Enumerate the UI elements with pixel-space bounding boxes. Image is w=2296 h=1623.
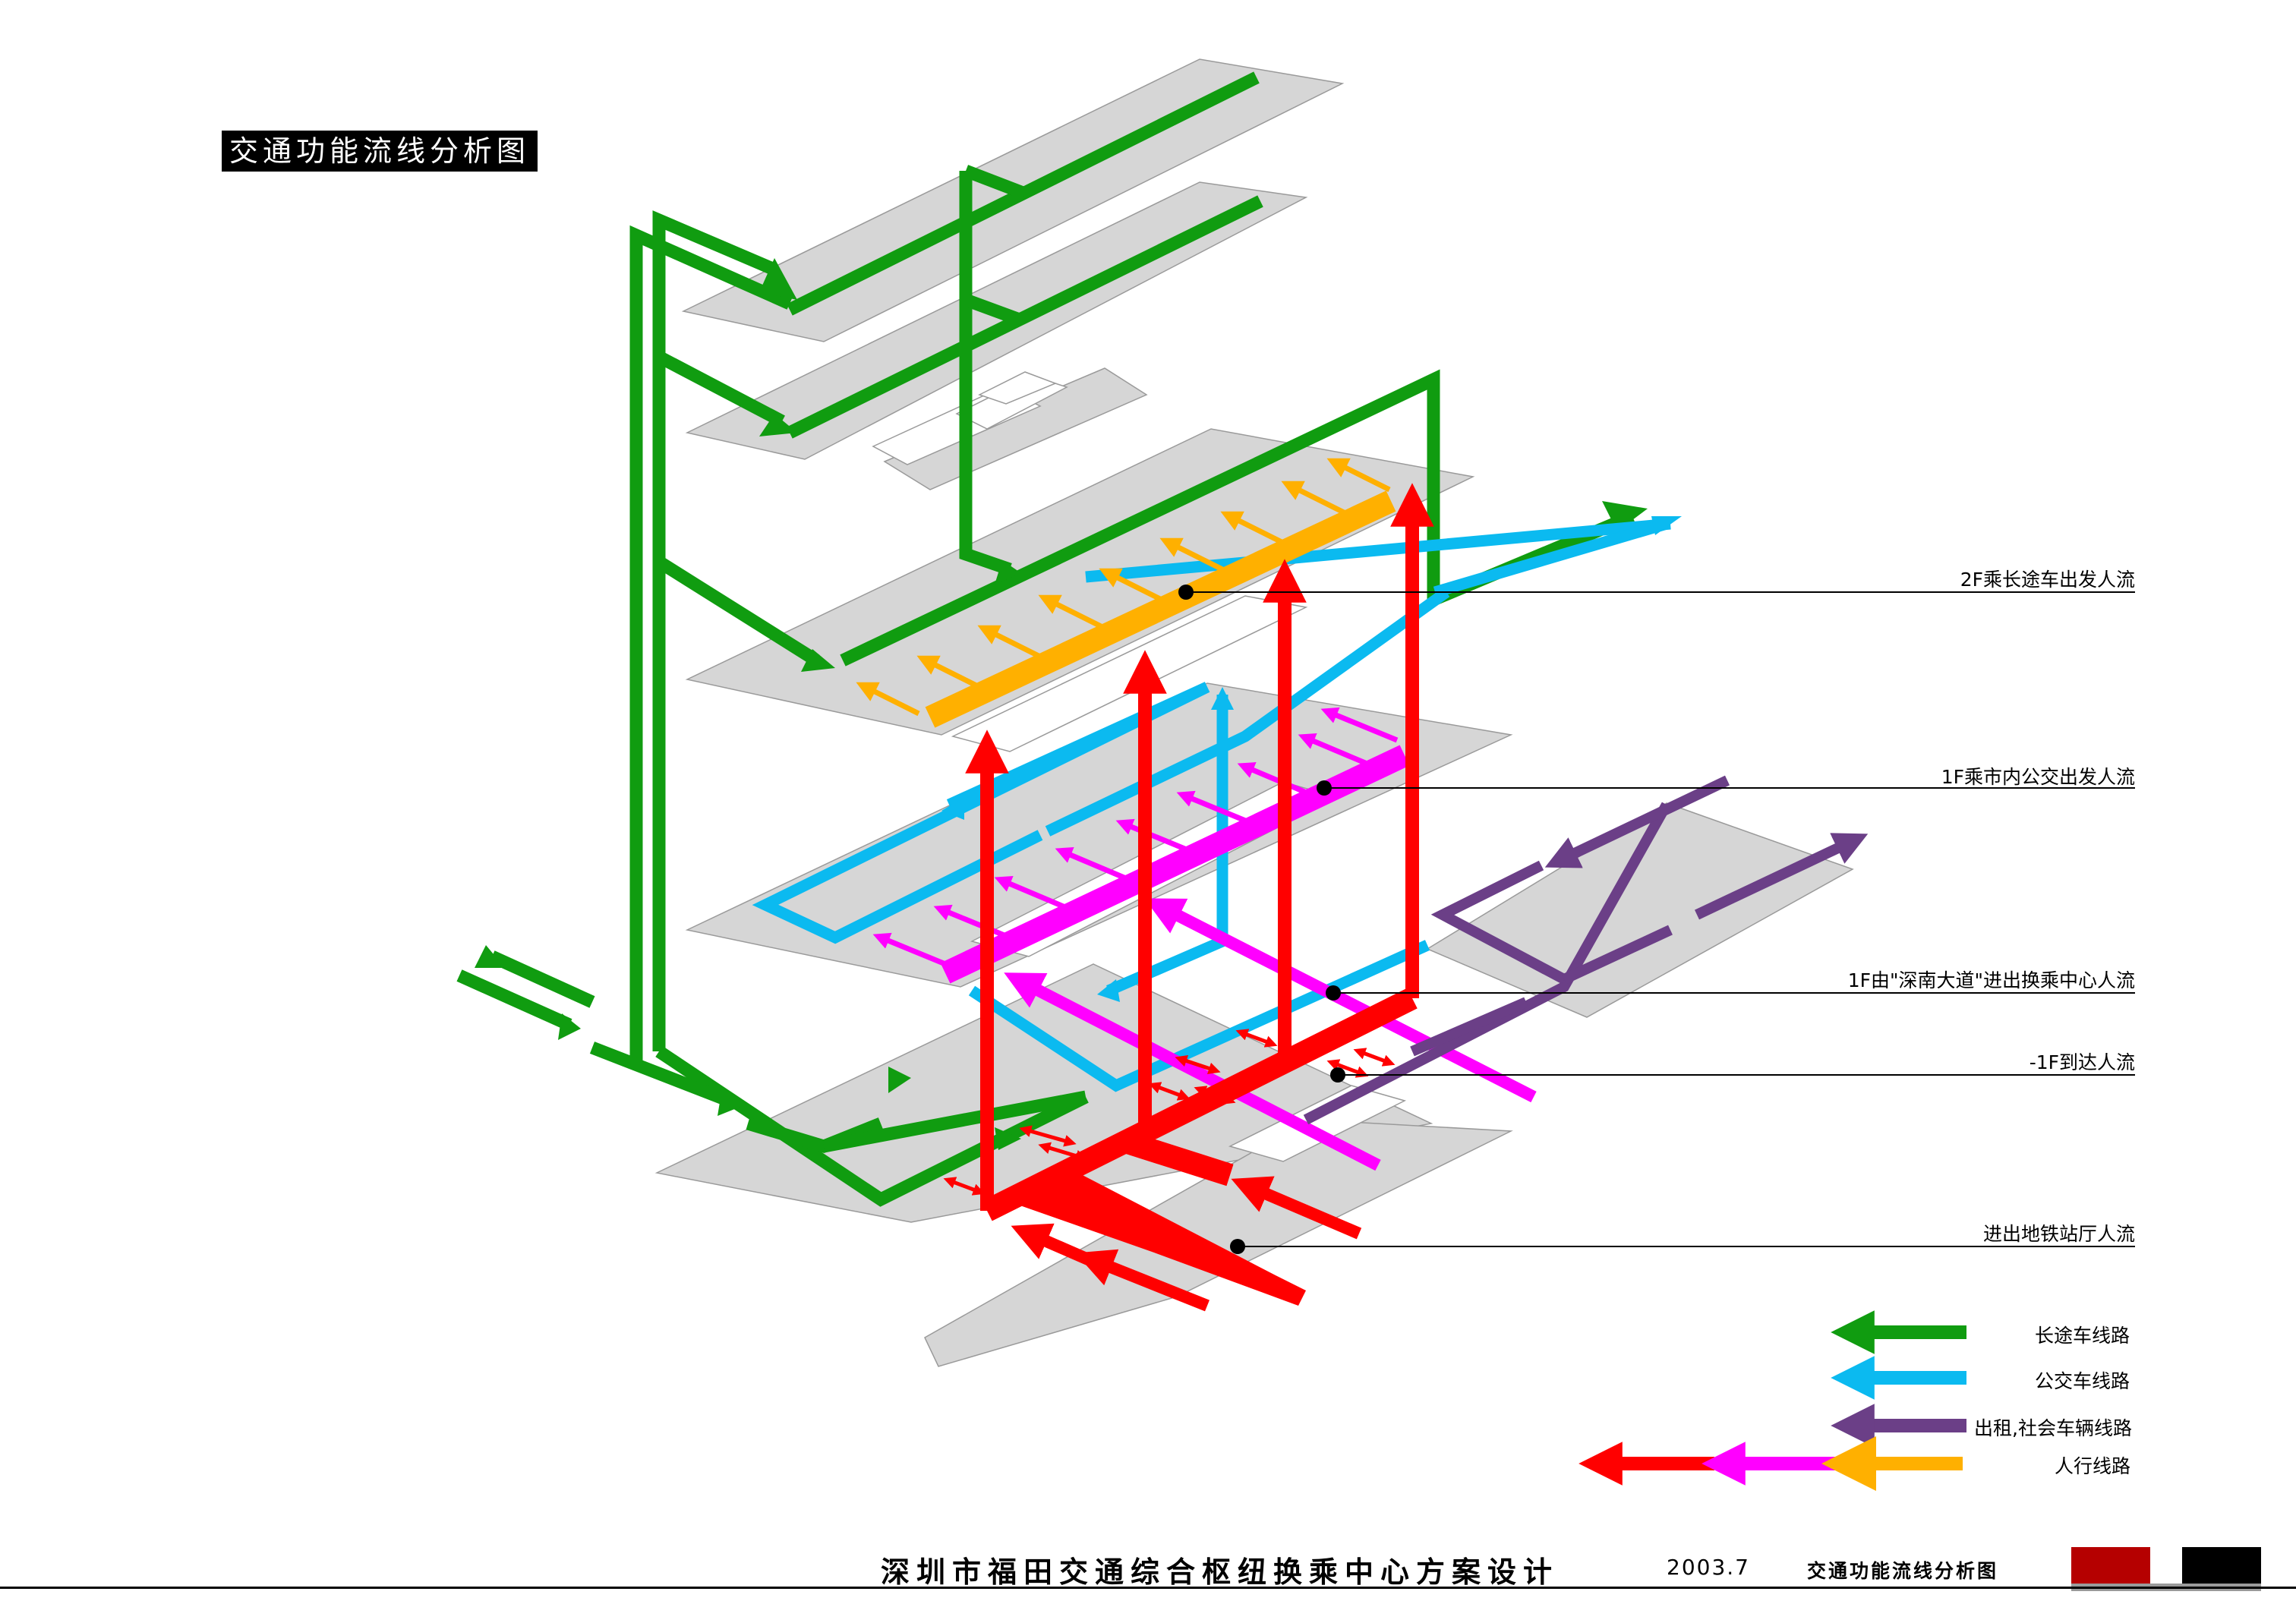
callout-dots — [1178, 585, 1345, 1254]
pedestrian-2f-orange — [856, 458, 1396, 728]
footer-rule — [0, 1587, 2296, 1589]
green-route-upper-2 — [787, 195, 1263, 439]
callout-metro: 进出地铁站厅人流 — [1982, 1223, 2135, 1245]
project-title: 深圳市福田交通综合枢纽换乘中心方案设计 — [881, 1555, 1560, 1589]
diagram-title: 交通功能流线分析图 — [222, 131, 538, 172]
floor-plate-1 — [654, 963, 1433, 1223]
legend-label-pedestrian: 人行线路 — [2055, 1455, 2131, 1477]
callout-1f-shennan: 1F由"深南大道"进出换乘中心人流 — [1847, 969, 2135, 991]
floor-plate-3 — [685, 428, 1475, 736]
blue-route-loop — [752, 682, 1210, 944]
floor-plate-b1 — [924, 1119, 1513, 1367]
red-lower-frame — [982, 988, 1418, 1221]
purple-route-loop — [1430, 860, 1567, 985]
legend-arrows — [1578, 1310, 1966, 1491]
callout-dot — [1178, 585, 1194, 600]
sheet-title: 交通功能流线分析图 — [1807, 1560, 1999, 1582]
legend-label-city-bus: 公交车线路 — [2035, 1370, 2130, 1392]
green-route-middle — [959, 171, 1012, 576]
callout-dot — [1330, 1067, 1345, 1083]
project-date: 2003.7 — [1667, 1555, 1750, 1580]
pedestrian-red — [943, 483, 1434, 1312]
footer-swatch-red — [2071, 1547, 2150, 1584]
legend-label-taxi: 出租,社会车辆线路 — [1974, 1417, 2132, 1439]
floor-plate-taxi — [1426, 802, 1854, 1018]
callout-dot — [1317, 780, 1332, 796]
legend-label-long-distance: 长途车线路 — [2035, 1325, 2130, 1347]
footer-swatch-black — [2182, 1547, 2261, 1584]
taxi-private-routes — [1303, 775, 1869, 1125]
callout-2f-departure: 2F乘长途车出发人流 — [1960, 569, 2135, 591]
callout-b1-arrival: -1F到达人流 — [2029, 1051, 2135, 1073]
green-route-lower — [655, 1045, 1089, 1207]
green-route-left-vertical — [629, 225, 793, 1067]
callout-dot — [1230, 1239, 1245, 1254]
blue-arrowheads — [941, 516, 1682, 1002]
red-wedge-flow — [1014, 1173, 1306, 1306]
floor-plate-2 — [685, 682, 1513, 988]
orange-main-flow — [925, 490, 1396, 728]
blue-route-main — [1085, 518, 1671, 583]
callout-dot — [1326, 985, 1341, 1001]
callout-leaders — [1186, 591, 2135, 1247]
callout-1f-bus-departure: 1F乘市内公交出发人流 — [1941, 766, 2135, 788]
